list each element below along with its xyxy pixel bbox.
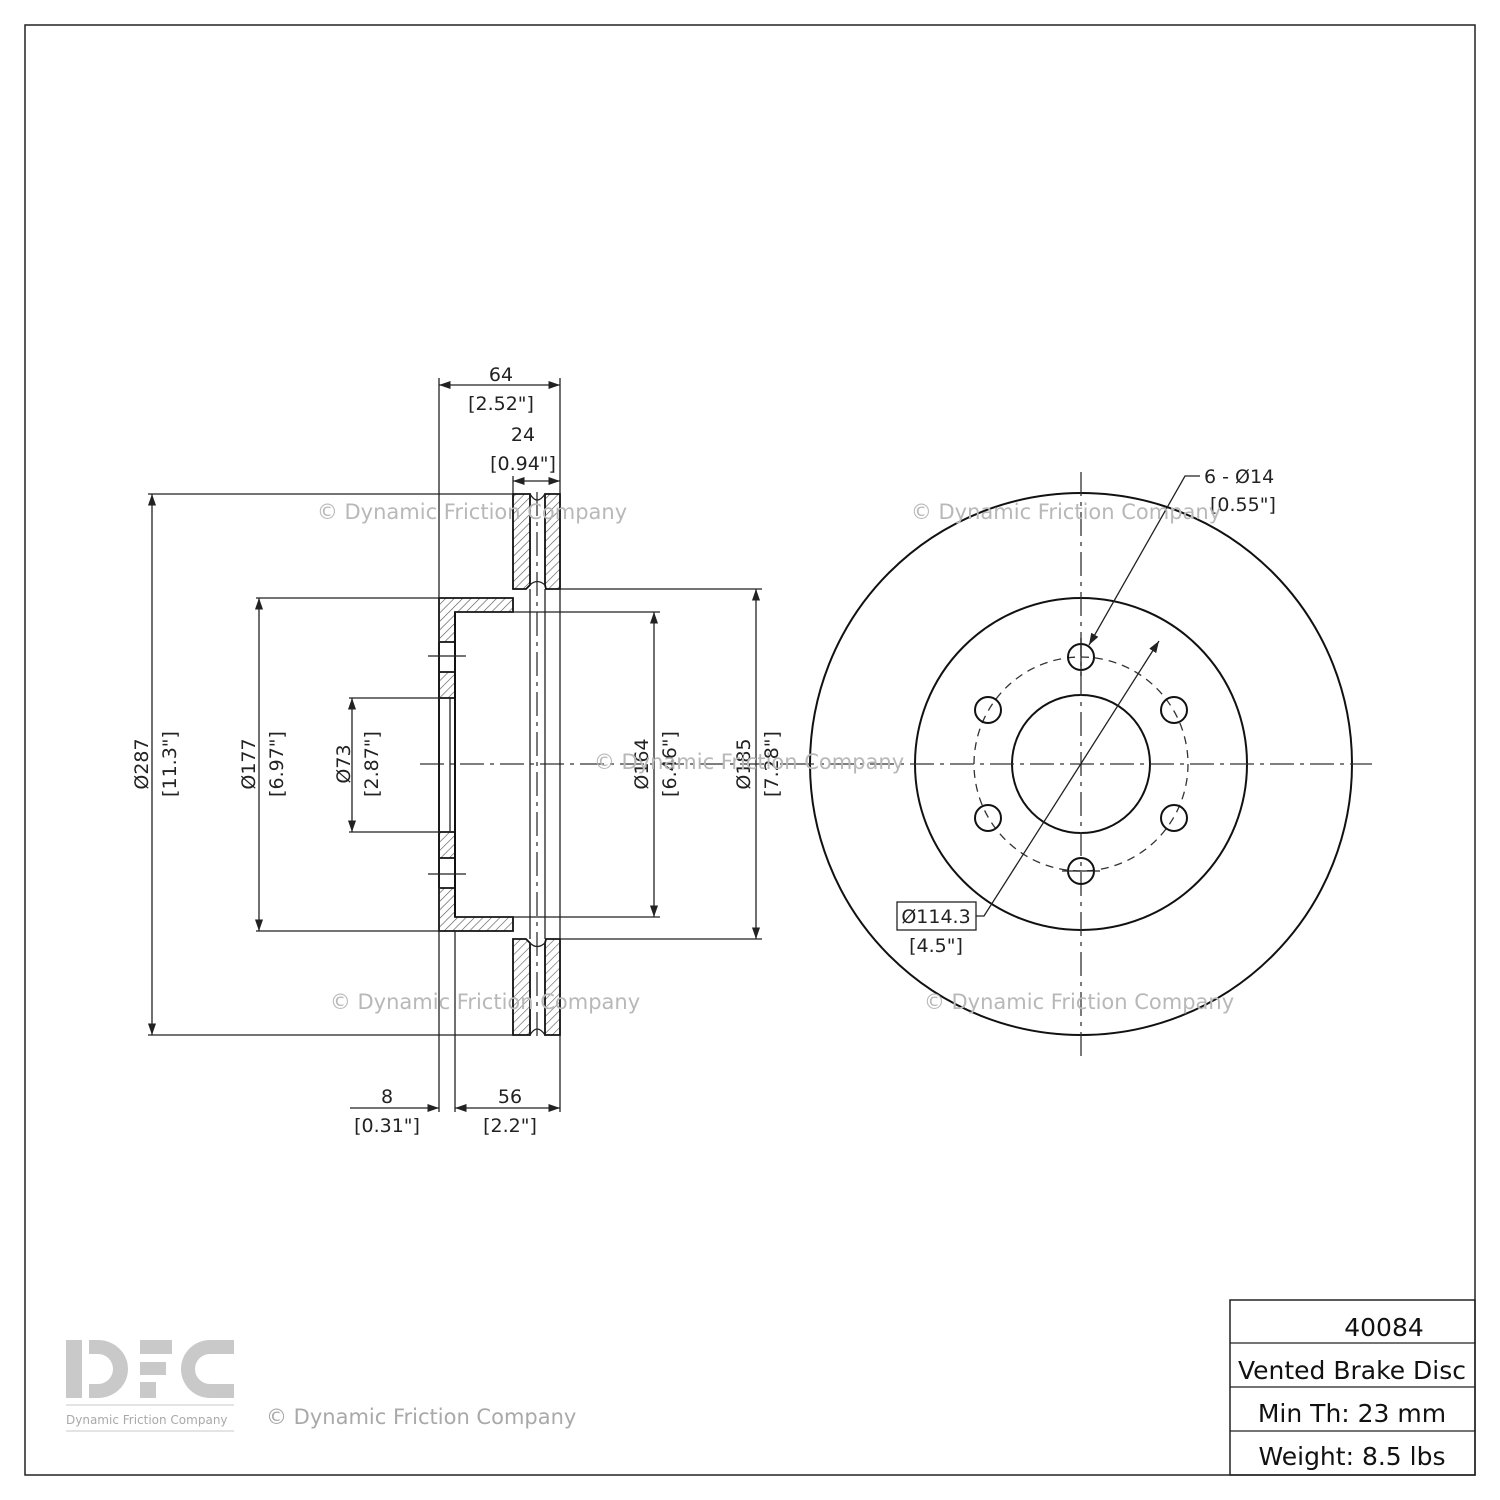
dim-outer-diameter: Ø287 [131, 738, 153, 789]
min-thickness: Min Th: 23 mm [1258, 1399, 1446, 1428]
bolt-circle-dia-in: [4.5"] [909, 935, 963, 957]
sheet-border [24, 24, 1476, 1476]
dim-hat-wall: 8 [381, 1086, 393, 1108]
dim-friction-inner-diameter-in: [7.28"] [761, 731, 783, 797]
dim-friction-inner-diameter: Ø185 [733, 738, 755, 789]
weight: Weight: 8.5 lbs [1258, 1442, 1445, 1471]
dfc-logo: Dynamic Friction Company [66, 1340, 234, 1432]
bolt-hole-spec: 6 - Ø14 [1204, 466, 1274, 488]
dim-rotor-thickness-in: [0.94"] [490, 453, 556, 475]
bolt-hole-spec-in: [0.55"] [1210, 494, 1276, 516]
watermark: © Dynamic Friction Company [911, 500, 1221, 524]
dim-center-bore: Ø73 [333, 744, 355, 783]
dim-rotor-thickness: 24 [511, 424, 535, 446]
footer-copyright: © Dynamic Friction Company [266, 1405, 576, 1429]
dim-offset: 56 [498, 1086, 522, 1108]
part-number: 40084 [1344, 1313, 1424, 1342]
title-block: 40084 Vented Brake Disc Min Th: 23 mm We… [1229, 1299, 1476, 1476]
dim-hat-diameter-in: [6.97"] [266, 731, 288, 797]
watermark: © Dynamic Friction Company [594, 750, 904, 774]
dim-hat-diameter: Ø177 [238, 738, 260, 789]
logo-subtitle: Dynamic Friction Company [66, 1413, 228, 1427]
dim-center-bore-in: [2.87"] [361, 731, 383, 797]
dim-overall-width: 64 [489, 364, 513, 386]
dim-hat-wall-in: [0.31"] [354, 1115, 420, 1137]
bolt-circle [973, 656, 1189, 872]
dim-outer-diameter-in: [11.3"] [159, 731, 181, 797]
bolt-circle-box [896, 901, 977, 931]
watermark: © Dynamic Friction Company [924, 990, 1234, 1014]
front-view: 6 - Ø14 [0.55"] Ø114.3 [4.5"] [790, 466, 1372, 1056]
watermark: © Dynamic Friction Company [317, 500, 627, 524]
dim-offset-in: [2.2"] [483, 1115, 537, 1137]
bolt-circle-dia: Ø114.3 [901, 906, 970, 928]
dim-inner-hat-diameter-in: [6.46"] [659, 731, 681, 797]
dim-overall-width-in: [2.52"] [468, 393, 534, 415]
dim-inner-hat-diameter: Ø164 [631, 738, 653, 789]
part-description: Vented Brake Disc [1238, 1356, 1466, 1385]
side-section-view: 64 [2.52"] 24 [0.94"] Ø287 [11.3"] Ø177 … [131, 364, 790, 1137]
watermark: © Dynamic Friction Company [330, 990, 640, 1014]
bolt-holes [974, 638, 1188, 885]
